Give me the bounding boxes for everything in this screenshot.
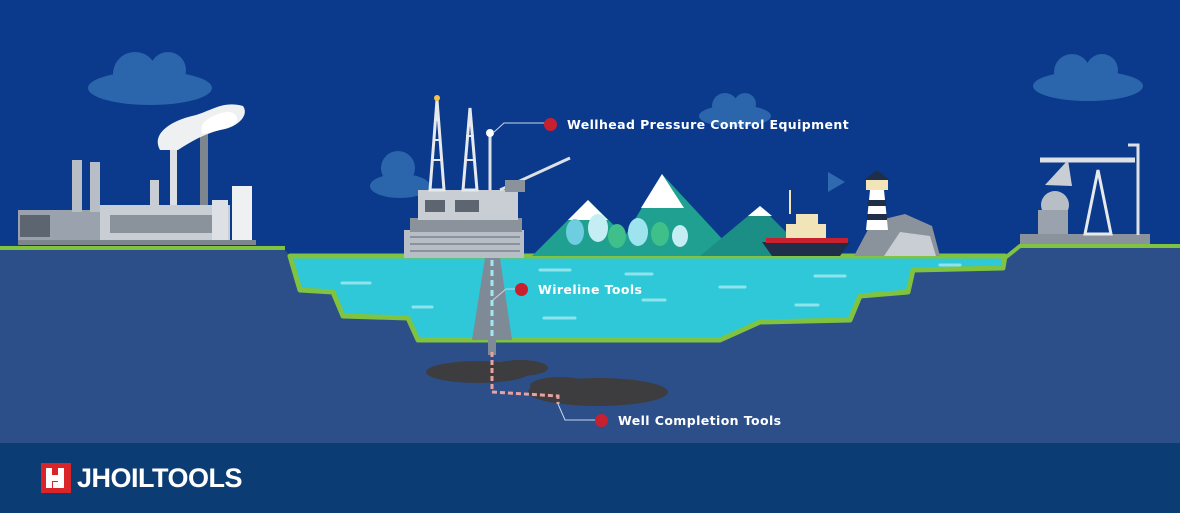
- lighthouse-icon: [854, 170, 940, 256]
- cloud-icon: [1033, 54, 1143, 101]
- marker-dot-icon: [544, 118, 557, 131]
- brand-logo: JHOILTOOLS: [41, 462, 243, 493]
- callout-wireline-label: Wireline Tools: [538, 282, 643, 297]
- water-waves: [340, 263, 962, 320]
- callout-wellhead-label: Wellhead Pressure Control Equipment: [567, 117, 850, 132]
- callout-wellhead: Wellhead Pressure Control Equipment: [544, 117, 849, 132]
- pumpjack-icon: [1020, 143, 1150, 244]
- callout-line-completion: [557, 403, 596, 421]
- callout-line-wireline: [492, 288, 515, 301]
- callout-completion-label: Well Completion Tools: [618, 413, 782, 428]
- cloud-icon: [699, 93, 771, 127]
- cloud-icon: [370, 151, 430, 198]
- callout-completion: Well Completion Tools: [595, 413, 782, 428]
- ground: [0, 248, 1180, 443]
- refinery-icon: [18, 104, 256, 245]
- oil-reservoir: [426, 360, 668, 406]
- logo-mark-icon: [41, 463, 71, 493]
- ship-icon: [762, 190, 850, 256]
- footer-bar: JHOILTOOLS: [0, 443, 1180, 513]
- brand-name: JHOILTOOLS: [77, 462, 243, 493]
- completion-string: [490, 352, 560, 404]
- cloud-icon: [88, 52, 212, 105]
- marker-dot-icon: [515, 283, 528, 296]
- callout-wireline: Wireline Tools: [515, 282, 642, 297]
- marker-dot-icon: [595, 414, 608, 427]
- light-beam: [828, 172, 845, 192]
- callout-line-wellhead: [492, 122, 545, 134]
- subsea-riser: [472, 258, 512, 340]
- trees: [566, 214, 688, 248]
- offshore-platform-icon: [404, 95, 571, 258]
- scene-illustration: [0, 52, 1180, 443]
